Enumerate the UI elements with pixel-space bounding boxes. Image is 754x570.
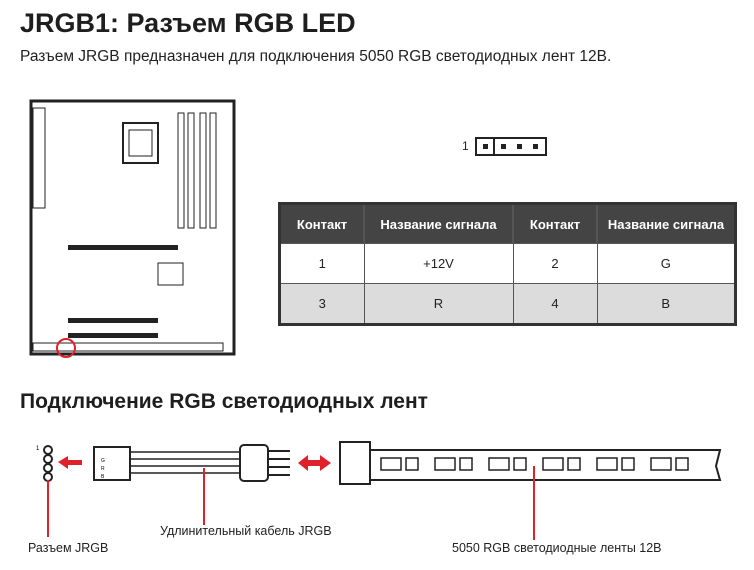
- led-chip: [621, 457, 635, 471]
- led-chip: [405, 457, 419, 471]
- pinout-table: Контакт Название сигнала Контакт Названи…: [278, 202, 737, 326]
- arrow-left-icon: [58, 456, 82, 469]
- led-chip: [488, 457, 510, 471]
- cable-wires-icon: [130, 451, 240, 474]
- page-description: Разъем JRGB предназначен для подключения…: [20, 48, 612, 65]
- connection-diagram: 1 G R B: [36, 441, 722, 540]
- table-row: 1 +12V 2 G: [279, 243, 736, 284]
- diagram-pin1-label: 1: [36, 446, 40, 452]
- table-header-row: Контакт Название сигнала Контакт Названи…: [278, 203, 736, 244]
- table-cell: 2: [512, 243, 598, 284]
- led-chip: [434, 457, 456, 471]
- section-heading: Подключение RGB светодиодных лент: [20, 390, 428, 413]
- column-header: Название сигнала: [363, 203, 513, 244]
- led-chip: [513, 457, 527, 471]
- column-header: Название сигнала: [596, 203, 736, 244]
- table-cell: 3: [279, 283, 365, 325]
- plug-letter: B: [101, 474, 105, 480]
- led-chip: [596, 457, 618, 471]
- table-cell: +12V: [363, 243, 514, 284]
- led-chip: [542, 457, 564, 471]
- page-title: JRGB1: Разъем RGB LED: [20, 8, 356, 38]
- led-chip: [650, 457, 672, 471]
- led-chip: [675, 457, 689, 471]
- double-arrow-icon: [298, 455, 331, 471]
- pin1-label: 1: [462, 139, 469, 153]
- strip-connector-icon: [339, 441, 371, 485]
- led-strip-icon: [370, 449, 722, 481]
- jrgb-connector-label: Разъем JRGB: [28, 541, 109, 555]
- table-cell: 1: [279, 243, 365, 284]
- column-header: Контакт: [278, 203, 364, 244]
- motherboard-diagram: [29, 99, 236, 358]
- plug-letter: G: [101, 458, 105, 464]
- table-cell: 4: [512, 283, 598, 325]
- led-chip: [567, 457, 581, 471]
- table-cell: G: [596, 243, 736, 284]
- extension-cable-label: Удлинительный кабель JRGB: [160, 524, 332, 538]
- table-cell: B: [596, 283, 736, 325]
- led-chip: [380, 457, 402, 471]
- jrgb-pin-header-icon: [475, 137, 547, 156]
- jrgb-location-marker: [56, 338, 76, 358]
- plug-letter: R: [101, 466, 105, 472]
- jrgb-header-icon: [43, 445, 53, 482]
- cable-plug-icon: [93, 446, 131, 481]
- led-chip: [459, 457, 473, 471]
- led-strip-label: 5050 RGB светодиодные ленты 12В: [452, 541, 662, 555]
- table-cell: R: [363, 283, 514, 325]
- column-header: Контакт: [512, 203, 597, 244]
- table-row: 3 R 4 B: [279, 283, 736, 325]
- cable-male-plug-icon: [239, 444, 269, 482]
